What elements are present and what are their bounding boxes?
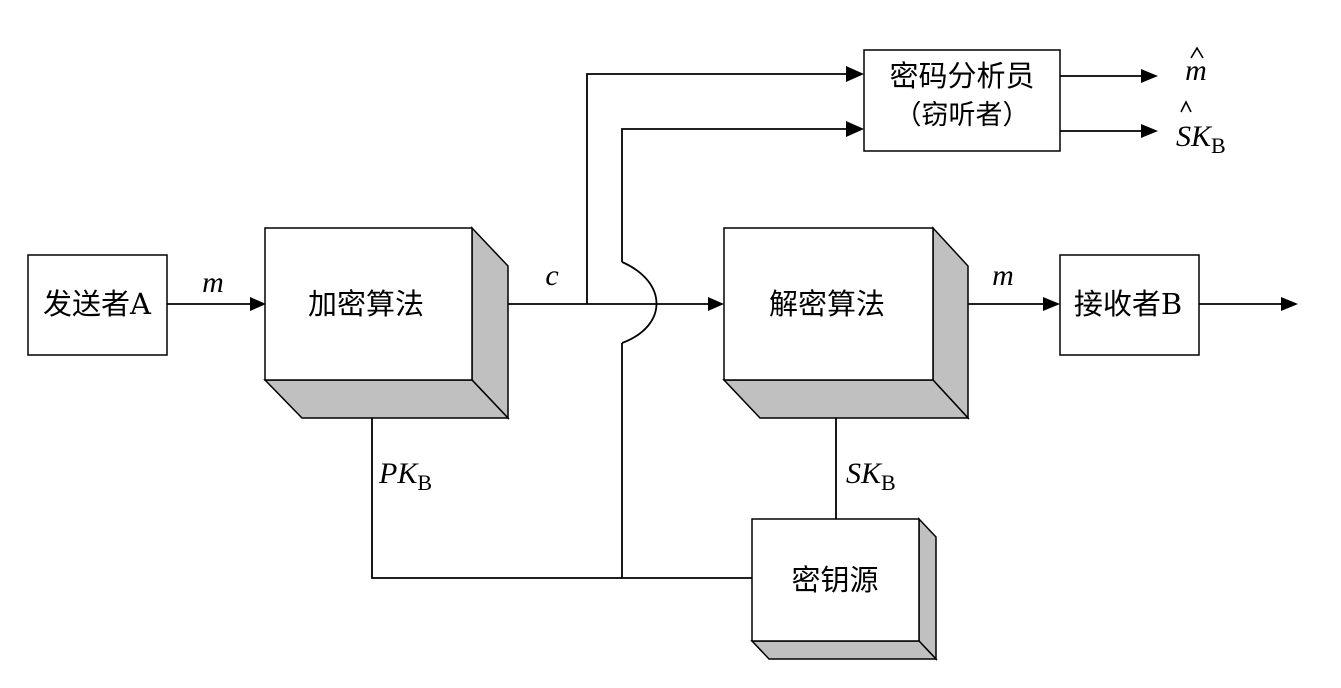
label-m-plaintext: m bbox=[202, 266, 224, 299]
keysource-block-side bbox=[918, 517, 937, 661]
encrypt-block: 加密算法 bbox=[263, 226, 510, 420]
decrypt-block-front bbox=[723, 227, 934, 381]
sender-label: 发送者A bbox=[43, 287, 152, 321]
receiver-box bbox=[1059, 254, 1200, 356]
arrowhead-analyst-out-m bbox=[1141, 69, 1158, 83]
hat-mark-sk bbox=[1180, 100, 1192, 113]
arrowhead-receiver-input bbox=[1043, 297, 1060, 311]
arrowhead-analyst-out-sk bbox=[1141, 124, 1158, 138]
label-c-ciphertext: c bbox=[545, 259, 558, 292]
edge-cipher-to-analyst bbox=[586, 73, 848, 304]
label-sk: SKB bbox=[846, 457, 896, 495]
keysource-label: 密钥源 bbox=[791, 563, 878, 597]
label-sk-hat-main: SK bbox=[1176, 120, 1213, 153]
encrypt-block-bottom bbox=[263, 379, 510, 419]
edge-keysource-to-encrypt bbox=[371, 408, 752, 579]
receiver-label: 接收者B bbox=[1074, 287, 1182, 321]
label-pk-sub: B bbox=[417, 470, 432, 495]
arrowhead-analyst-input-2 bbox=[846, 121, 864, 137]
arrowhead-decrypt-input bbox=[708, 297, 724, 311]
label-sk-main: SK bbox=[846, 457, 883, 490]
keysource-block-front bbox=[751, 518, 920, 642]
label-sk-sub: B bbox=[881, 470, 896, 495]
label-sk-hat-sub: B bbox=[1211, 133, 1226, 158]
keysource-block: 密钥源 bbox=[750, 517, 938, 661]
analyst-box bbox=[863, 49, 1061, 152]
sender-box bbox=[27, 254, 168, 356]
keysource-block-bottom bbox=[750, 640, 938, 660]
decrypt-block: 解密算法 bbox=[722, 226, 970, 420]
hat-mark-m bbox=[1190, 46, 1204, 59]
edge-publickey-to-analyst bbox=[621, 128, 848, 578]
label-pk: PKB bbox=[378, 457, 432, 495]
arrowhead-analyst-input-1 bbox=[846, 66, 864, 82]
analyst-label-line1: 密码分析员 bbox=[889, 59, 1034, 93]
encrypt-label: 加密算法 bbox=[308, 287, 424, 321]
decrypt-label: 解密算法 bbox=[769, 287, 885, 321]
arrowhead-encrypt-input bbox=[250, 297, 266, 311]
line-jump-arc bbox=[600, 261, 710, 344]
arrowhead-receiver-output bbox=[1281, 297, 1298, 311]
label-sk-hat: SKB bbox=[1176, 120, 1226, 158]
decrypt-block-bottom bbox=[722, 379, 970, 419]
analyst-label-line2: （窃听者） bbox=[895, 100, 1030, 131]
label-m-decrypted: m bbox=[992, 259, 1014, 292]
label-m-hat: m bbox=[1185, 54, 1207, 87]
label-pk-main: PK bbox=[378, 457, 419, 490]
encrypt-block-front bbox=[264, 227, 473, 381]
